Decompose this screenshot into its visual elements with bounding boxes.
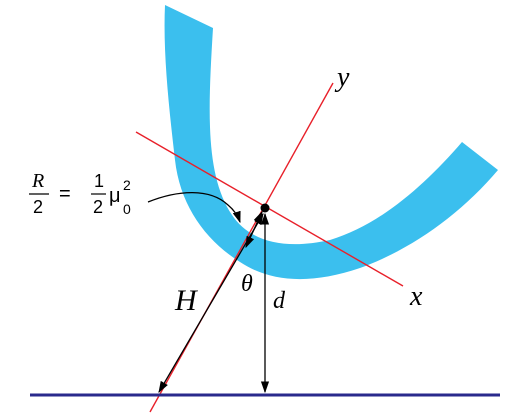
contact-point [260,203,270,213]
formula-mu: μ [109,185,121,207]
formula-equals: = [59,183,71,205]
thickness-arrow [245,210,263,249]
formula: R 2 = 1 2 μ 2 0 [29,170,131,217]
formula-subscript: 0 [123,201,131,217]
x-axis-label: x [409,281,423,312]
formula-rhs-denominator: 2 [93,197,103,217]
formula-lhs-numerator: R [31,170,44,192]
formula-rhs-numerator: 1 [94,171,104,191]
y-axis-label: y [334,62,350,93]
x-axis-line [135,131,404,287]
formula-lhs-denominator: 2 [33,197,43,217]
theta-label: θ [241,271,253,297]
curved-band [164,5,498,280]
leader-curve [147,191,241,224]
formula-superscript: 2 [123,177,131,193]
d-label: d [273,288,286,314]
h-label: H [174,284,199,317]
